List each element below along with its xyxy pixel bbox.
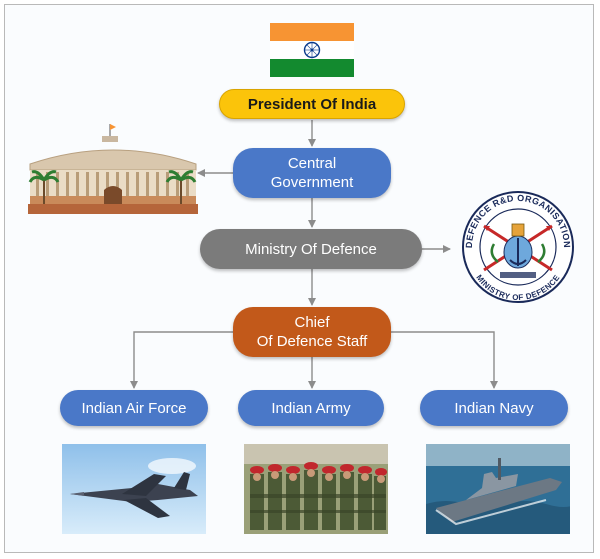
node-cds-label-line1: Chief — [294, 314, 330, 331]
node-president-label: President Of India — [247, 95, 377, 113]
navy-warship-photo — [426, 444, 570, 534]
arrow-cds-to-airforce — [130, 331, 233, 389]
node-cds-label-line2: Of Defence Staff — [256, 333, 368, 350]
node-air-force-label: Indian Air Force — [81, 399, 187, 417]
parliament-building — [28, 124, 198, 214]
node-central-government: Central Government — [233, 148, 391, 198]
drdo-emblem: DEFENCE R&D ORGANISATION MINISTRY OF DEF… — [462, 191, 574, 303]
node-chief-of-defence-staff: Chief Of Defence Staff — [233, 307, 391, 357]
node-indian-navy: Indian Navy — [420, 390, 568, 426]
node-central-label-line2: Government — [270, 174, 354, 191]
node-indian-army: Indian Army — [238, 390, 384, 426]
node-ministry-of-defence: Ministry Of Defence — [200, 229, 422, 269]
fighter-jet-photo — [62, 444, 206, 534]
node-indian-air-force: Indian Air Force — [60, 390, 208, 426]
arrow-cds-to-navy — [391, 331, 498, 389]
node-president-of-india: President Of India — [219, 89, 405, 119]
node-navy-label: Indian Navy — [454, 399, 534, 417]
army-soldiers-photo — [244, 444, 388, 534]
node-army-label: Indian Army — [271, 399, 351, 417]
indian-flag — [270, 23, 354, 77]
node-central-label-line1: Central — [287, 155, 337, 172]
node-ministry-label: Ministry Of Defence — [245, 240, 377, 258]
